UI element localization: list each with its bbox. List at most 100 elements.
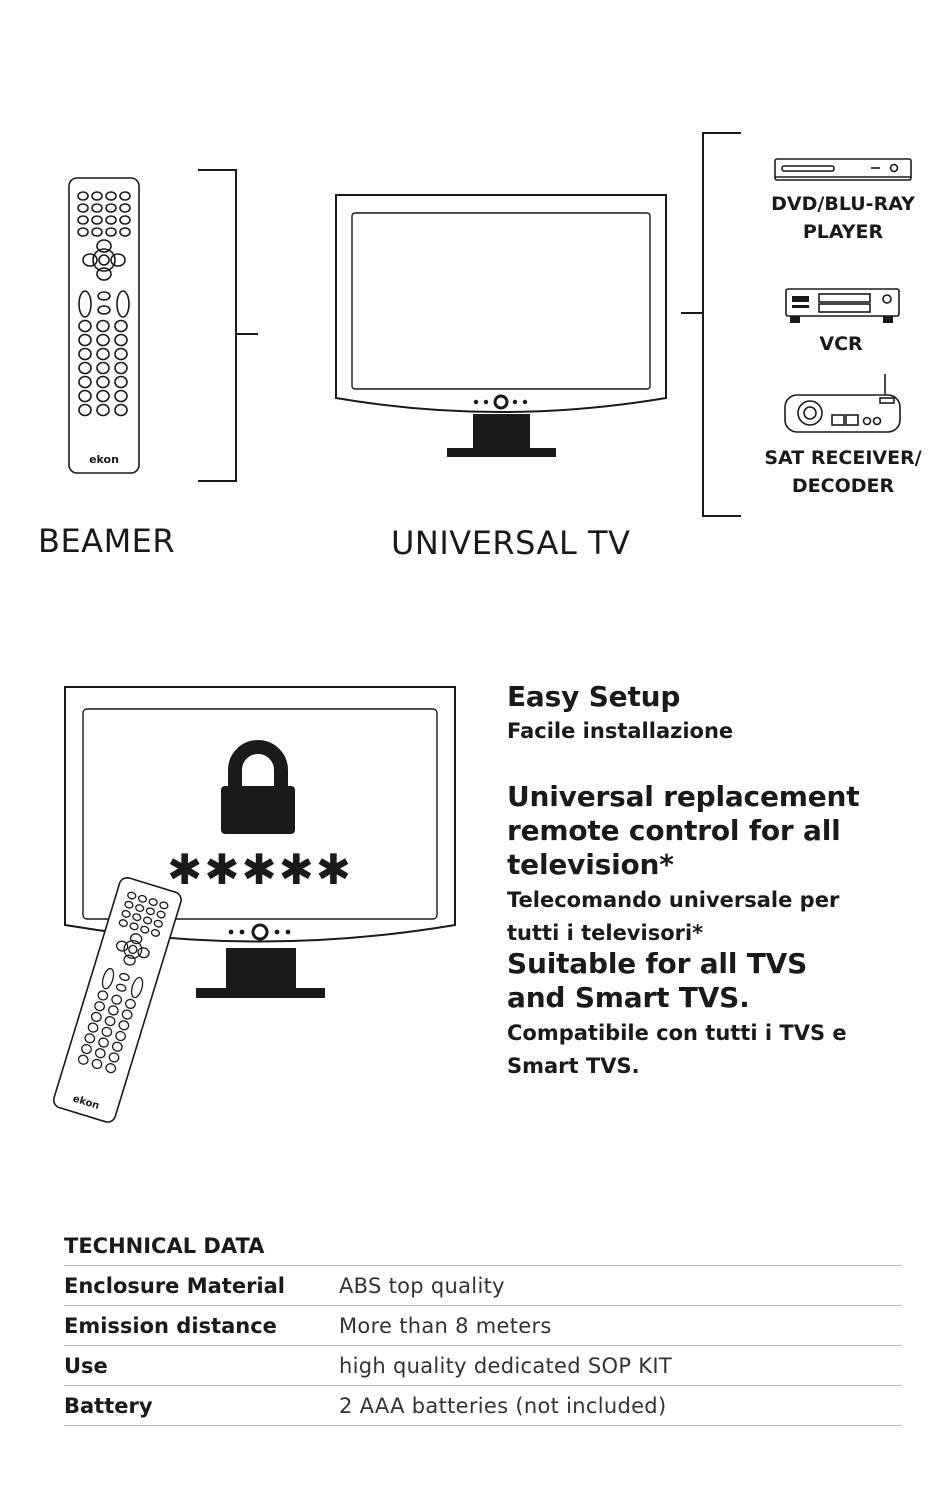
remote-button (98, 1037, 109, 1048)
remote-button (111, 994, 123, 1005)
remote-button (96, 347, 110, 361)
remote-button (114, 319, 128, 333)
row-key: Emission distance (64, 1305, 339, 1346)
remote-button (96, 319, 110, 333)
universal-tv-icon (335, 194, 667, 457)
remote-button (114, 403, 128, 417)
remote-button (94, 1001, 106, 1012)
feature-subtitle: Compatibile con tutti i TVS e Smart TVS. (507, 1021, 847, 1078)
remote-button (148, 898, 158, 907)
remote-button (140, 925, 150, 934)
remote-button (97, 305, 111, 315)
remote-button (130, 976, 144, 999)
remote-button (90, 1011, 102, 1022)
remote-button (105, 203, 117, 213)
remote-button (116, 290, 130, 318)
remote-button (77, 227, 89, 237)
remote-button (84, 1033, 96, 1044)
feature-subtitle: Telecomando universale per tutti i telev… (507, 888, 840, 945)
remote-button (91, 191, 103, 201)
device-label-vcr: VCR (819, 333, 863, 355)
remote-button (114, 389, 128, 403)
row-value: More than 8 meters (339, 1305, 902, 1346)
remote-button (97, 291, 111, 301)
row-value: high quality dedicated SOP KIT (339, 1345, 902, 1386)
remote-button (77, 1054, 89, 1065)
remote-button (91, 1058, 103, 1070)
remote-button (98, 254, 110, 266)
dvd-player-icon (774, 158, 912, 181)
remote-button (115, 940, 129, 952)
password-mask: ✱✱✱✱✱ (167, 845, 353, 894)
remote-button (96, 403, 110, 417)
remote-button (110, 253, 126, 267)
remote-button (96, 333, 110, 347)
row-value: 2 AAA batteries (not included) (339, 1385, 902, 1426)
remote-button (119, 203, 131, 213)
remote-button (78, 361, 92, 375)
remote-button (97, 990, 109, 1001)
remote-button (137, 947, 150, 959)
device-label-dvd: DVD/BLU-RAY PLAYER (771, 193, 915, 243)
remote-button (150, 928, 161, 937)
remote-button (119, 191, 131, 201)
remote-button (96, 389, 110, 403)
remote-button (78, 389, 92, 403)
remote-button (156, 910, 166, 919)
remote-button (81, 1043, 92, 1055)
remote-button (77, 215, 89, 225)
remote-button (111, 1041, 123, 1052)
remote-button (96, 239, 112, 253)
remote-button (119, 972, 130, 981)
remote-button (142, 916, 153, 925)
feature-easy-setup: Easy Setup Facile installazione (507, 680, 947, 748)
feature-smart-tv: Suitable for all TVS and Smart TVS. Comp… (507, 947, 947, 1083)
remote-button (105, 191, 117, 201)
remote-button (91, 215, 103, 225)
remote-button (124, 900, 134, 909)
feature-subtitle: Facile installazione (507, 719, 734, 743)
remote-button (115, 983, 127, 992)
sat-receiver-icon (784, 374, 901, 433)
remote-button (153, 919, 163, 928)
remote-button (96, 267, 112, 281)
vcr-icon (785, 288, 900, 323)
lock-icon (221, 740, 295, 834)
feature-universal: Universal replacement remote control for… (507, 780, 950, 950)
remote-button (107, 1005, 119, 1016)
remote-button (91, 203, 103, 213)
tilted-remote-icon: ekon (52, 876, 182, 1123)
remote-button (125, 998, 136, 1009)
remote-button (105, 227, 117, 237)
remote-button (96, 375, 110, 389)
remote-button (78, 375, 92, 389)
remote-button (105, 215, 117, 225)
remote-button (92, 248, 116, 272)
remote-button (94, 1048, 106, 1059)
remote-button (114, 333, 128, 347)
remote-button (132, 913, 142, 922)
remote-button (135, 904, 145, 912)
remote-button (129, 922, 139, 931)
remote-button (108, 1052, 120, 1063)
remote-button (119, 215, 131, 225)
feature-title: Easy Setup (507, 680, 681, 713)
remote-button (118, 1020, 130, 1031)
technical-data-heading: TECHNICAL DATA (64, 1227, 902, 1266)
remote-button (96, 361, 110, 375)
remote-button (127, 891, 137, 900)
remote-button (78, 347, 92, 361)
beamer-label: BEAMER (38, 522, 176, 560)
remote-button (123, 939, 143, 959)
remote-button (114, 375, 128, 389)
remote-button (101, 967, 115, 990)
remote-button (159, 901, 169, 910)
bracket-left (198, 169, 237, 482)
remote-button (128, 944, 138, 955)
remote-button (87, 1022, 99, 1033)
